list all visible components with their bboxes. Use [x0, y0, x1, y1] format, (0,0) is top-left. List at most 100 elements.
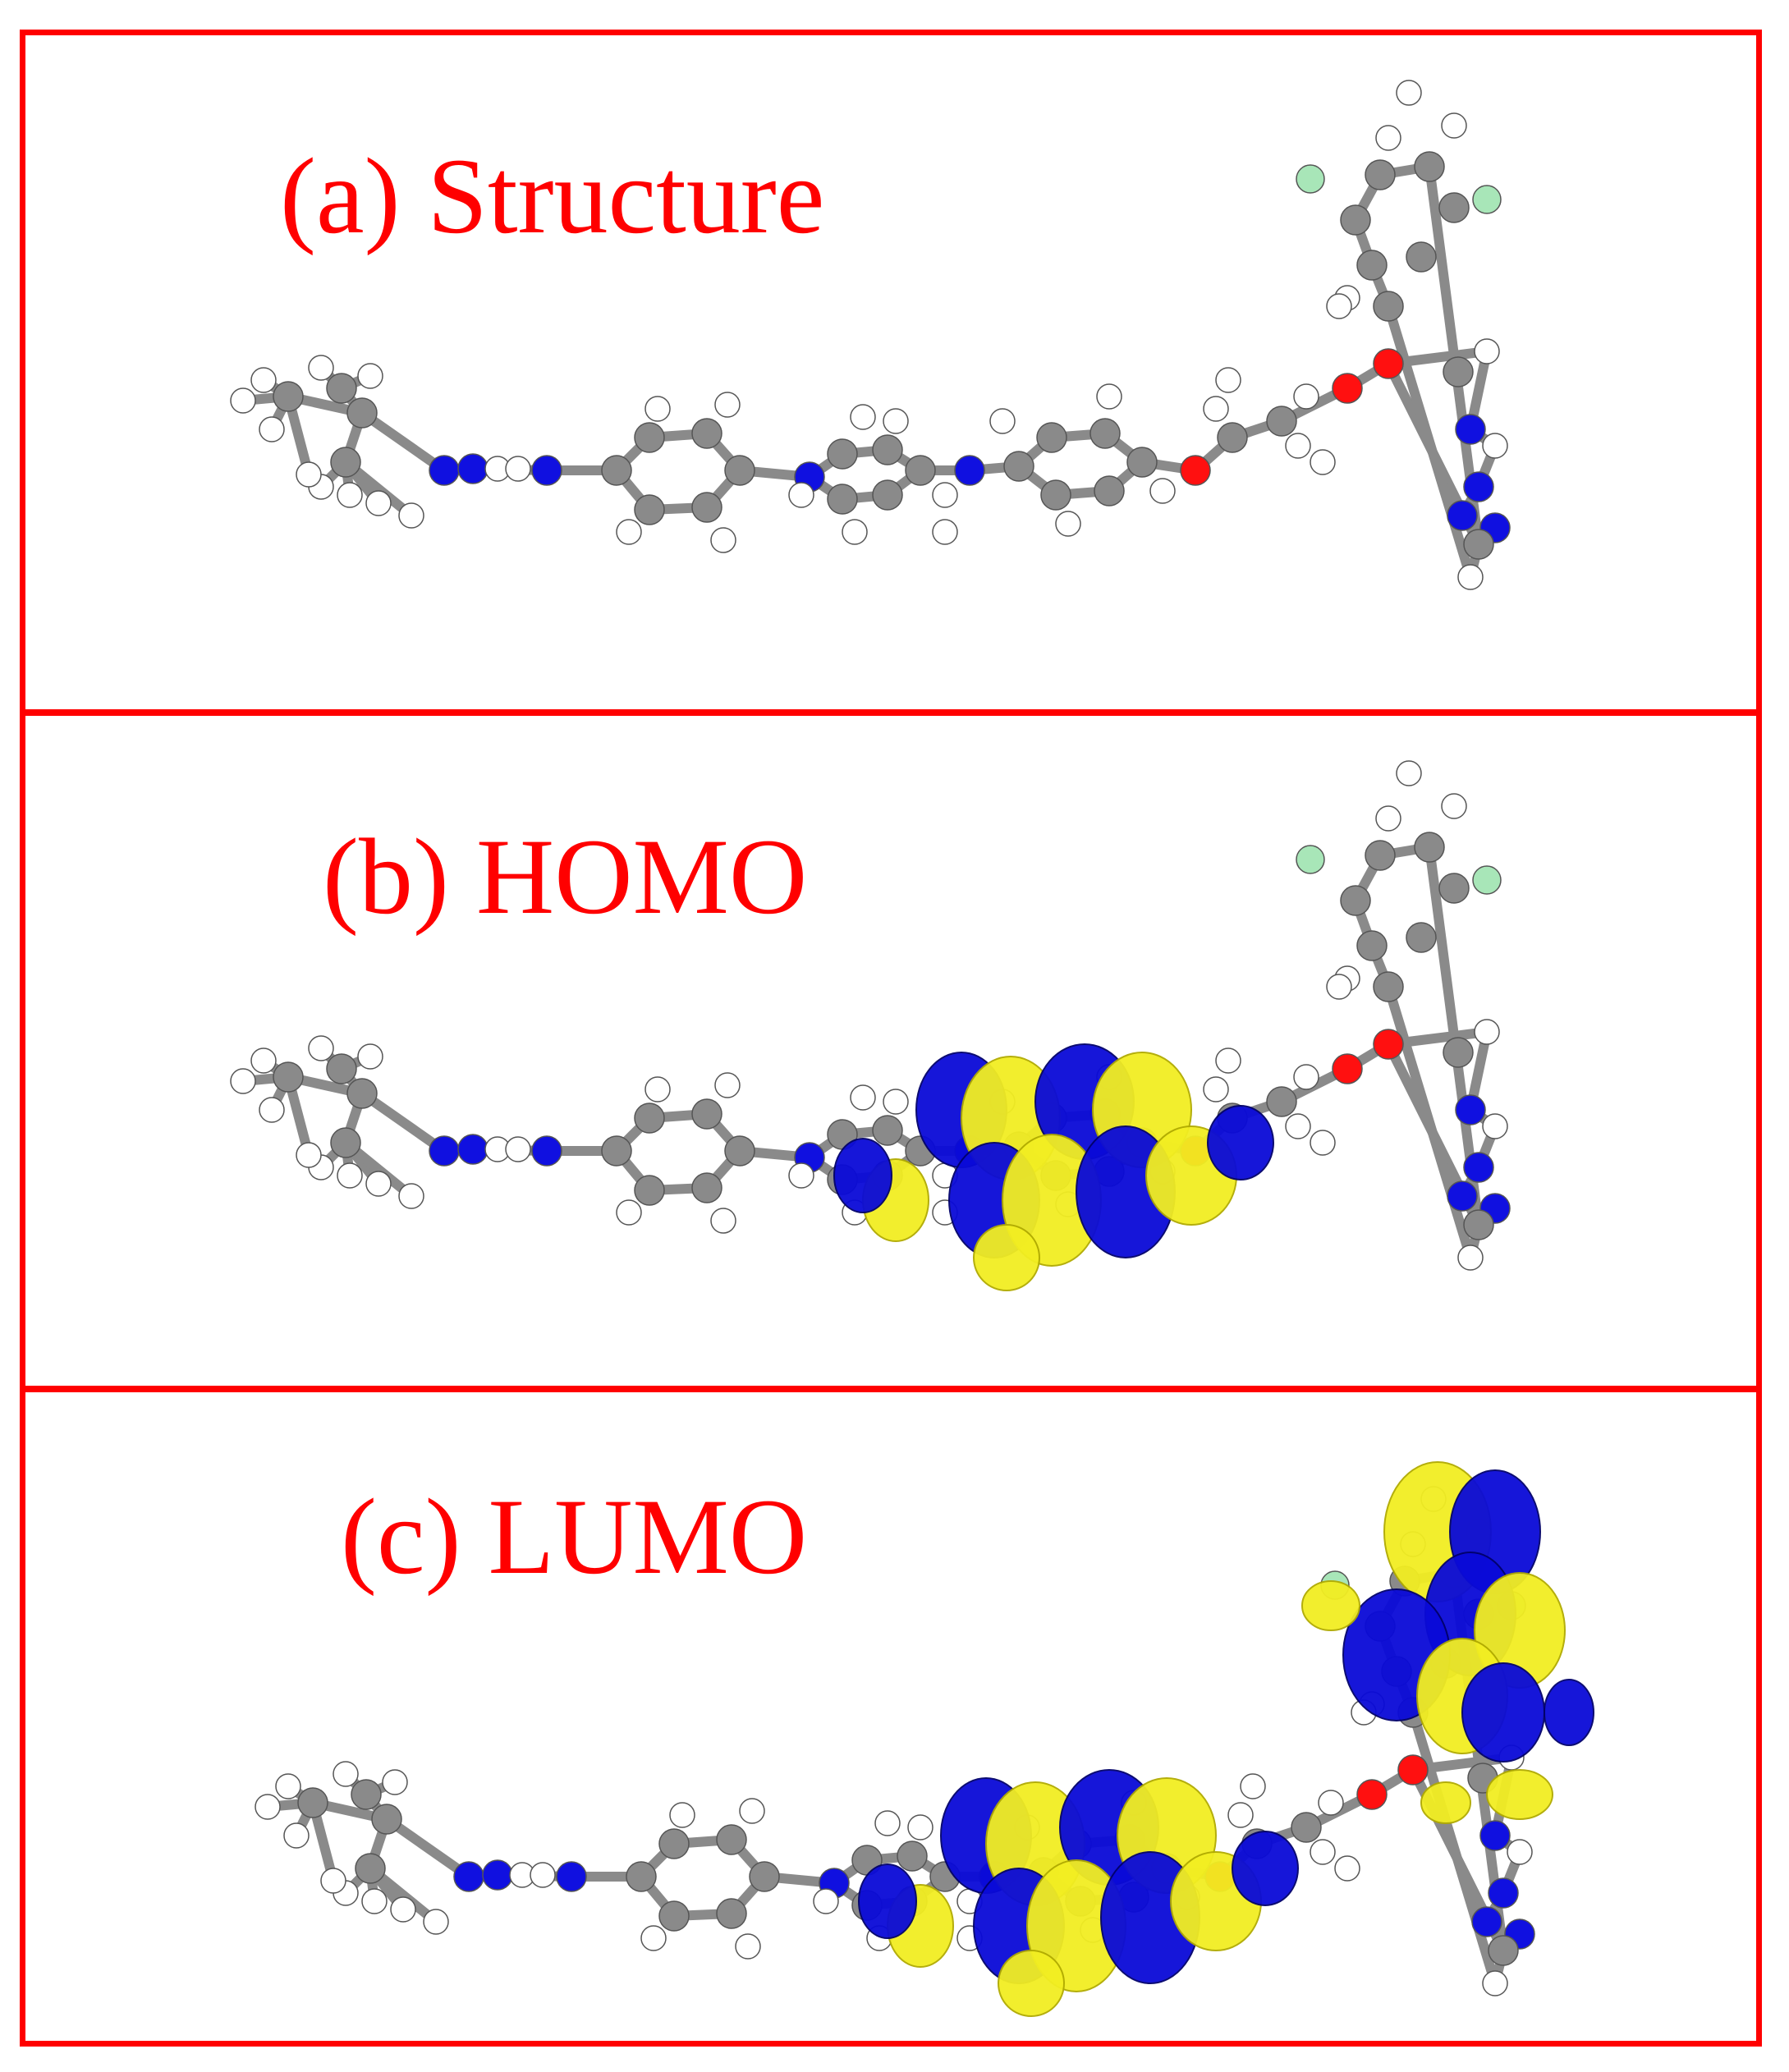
atom-c	[634, 1102, 665, 1134]
atom-c	[1373, 971, 1404, 1002]
atom-h	[644, 1076, 671, 1102]
bond	[382, 1814, 474, 1882]
atom-n	[1488, 1877, 1519, 1909]
atom-c	[691, 1172, 722, 1203]
orbital-lobe-positive	[1486, 1769, 1553, 1820]
molecule-structure-render	[230, 80, 1511, 590]
atom-c	[326, 1053, 357, 1084]
atom-c	[1438, 873, 1470, 904]
panel-title-structure: (a) Structure	[280, 135, 825, 256]
atom-h	[932, 482, 958, 508]
atom-h	[1227, 1802, 1254, 1828]
atom-h	[1310, 449, 1336, 475]
atom-h	[710, 1208, 736, 1234]
atom-h	[1375, 805, 1401, 832]
atom-h	[1293, 383, 1319, 410]
atom-h	[616, 519, 642, 545]
atom-h	[735, 1933, 761, 1960]
atom-h	[505, 456, 531, 482]
atom-c	[601, 455, 632, 486]
atom-c	[1443, 1037, 1474, 1068]
atom-c	[346, 397, 378, 429]
atom-n	[1447, 1180, 1478, 1212]
atom-n	[429, 1135, 460, 1167]
atom-n	[457, 1134, 489, 1165]
atom-c	[1463, 1209, 1494, 1240]
orbital-lobe-negative	[1461, 1662, 1545, 1763]
atom-h	[250, 1047, 277, 1074]
atom-n	[1455, 1094, 1486, 1125]
atom-h	[1482, 433, 1508, 459]
atom-h	[1285, 1113, 1311, 1139]
orbital-lobe-negative	[858, 1863, 917, 1939]
atom-h	[250, 367, 277, 393]
atom-c	[1356, 930, 1388, 961]
atom-h	[989, 408, 1016, 434]
atom-h	[1310, 1839, 1336, 1865]
atom-h	[1457, 1245, 1484, 1271]
atom-h	[423, 1909, 449, 1935]
atom-h	[932, 519, 958, 545]
atom-o	[1356, 1779, 1388, 1810]
atom-h	[1396, 760, 1422, 786]
atom-c	[716, 1898, 747, 1929]
atom-n	[1463, 471, 1494, 502]
atom-h	[1474, 338, 1500, 364]
atom-c	[716, 1824, 747, 1855]
atom-h	[1474, 1019, 1500, 1045]
bond	[1383, 982, 1475, 1263]
atom-h	[1482, 1970, 1508, 1996]
atom-c	[691, 492, 722, 523]
atom-h	[1441, 793, 1467, 819]
orbital-lobe-positive	[1301, 1580, 1360, 1631]
atom-c	[273, 381, 304, 412]
atom-c	[724, 1135, 755, 1167]
atom-o	[1373, 348, 1404, 379]
atom-h	[1457, 564, 1484, 590]
atom-h	[230, 387, 256, 414]
atom-c	[724, 455, 755, 486]
atom-h	[530, 1862, 556, 1888]
atom-f	[1296, 845, 1325, 874]
atom-c	[691, 418, 722, 449]
atom-c	[1406, 922, 1437, 953]
orbital-lobe-negative	[1232, 1831, 1299, 1906]
atom-f	[1472, 865, 1502, 895]
atom-c	[897, 1841, 928, 1872]
molecule-homo-render	[230, 760, 1511, 1291]
atom-h	[714, 1072, 741, 1098]
atom-h	[874, 1810, 901, 1836]
atom-h	[788, 1162, 814, 1189]
panel-lumo: (c) LUMO	[20, 1387, 1762, 2047]
panel-homo: (b) HOMO	[20, 710, 1762, 1391]
atom-c	[1438, 192, 1470, 223]
atom-c	[1340, 204, 1371, 236]
atom-c	[1406, 241, 1437, 273]
atom-n	[954, 455, 985, 486]
atom-h	[357, 363, 383, 389]
atom-h	[283, 1822, 310, 1849]
atom-h	[616, 1199, 642, 1226]
atom-c	[1373, 291, 1404, 322]
atom-n	[1447, 500, 1478, 531]
molecule-lumo-render	[255, 1461, 1594, 2017]
atom-c	[634, 422, 665, 453]
atom-h	[296, 461, 322, 488]
atom-h	[1215, 1047, 1241, 1074]
atom-h	[1507, 1839, 1533, 1865]
atom-h	[813, 1888, 839, 1914]
atom-h	[883, 1089, 909, 1115]
atom-c	[1414, 151, 1445, 182]
atom-h	[390, 1896, 416, 1923]
atom-h	[669, 1802, 695, 1828]
atom-h	[1203, 396, 1229, 422]
atom-h	[357, 1043, 383, 1070]
atom-c	[658, 1828, 690, 1859]
atom-h	[883, 408, 909, 434]
panel-structure: (a) Structure	[20, 30, 1762, 715]
panel-title-homo: (b) HOMO	[323, 816, 808, 937]
atom-h	[259, 1097, 285, 1123]
orbital-lobe-positive	[1420, 1781, 1471, 1824]
atom-h	[644, 396, 671, 422]
orbital-lobe-positive	[973, 1224, 1040, 1291]
